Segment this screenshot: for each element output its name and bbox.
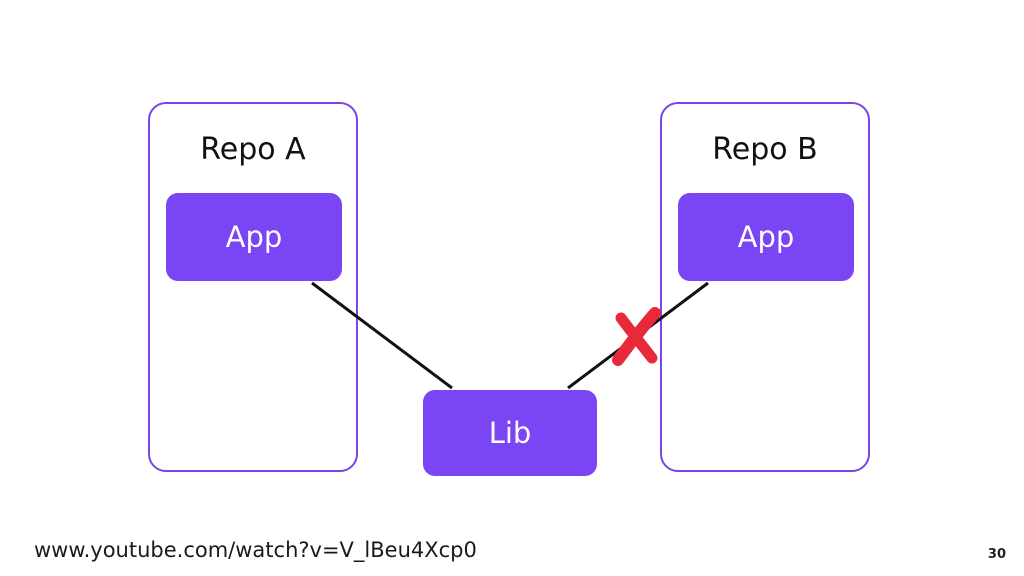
source-url: www.youtube.com/watch?v=V_lBeu4Xcp0 [34, 538, 477, 562]
repo-b-app-node: App [678, 193, 854, 281]
repo-b-title: Repo B [712, 132, 818, 167]
lib-node: Lib [423, 390, 597, 476]
page-number: 30 [987, 547, 1006, 562]
x-mark-icon [612, 307, 661, 366]
repo-a-app-node: App [166, 193, 342, 281]
repo-a-title: Repo A [200, 132, 306, 167]
